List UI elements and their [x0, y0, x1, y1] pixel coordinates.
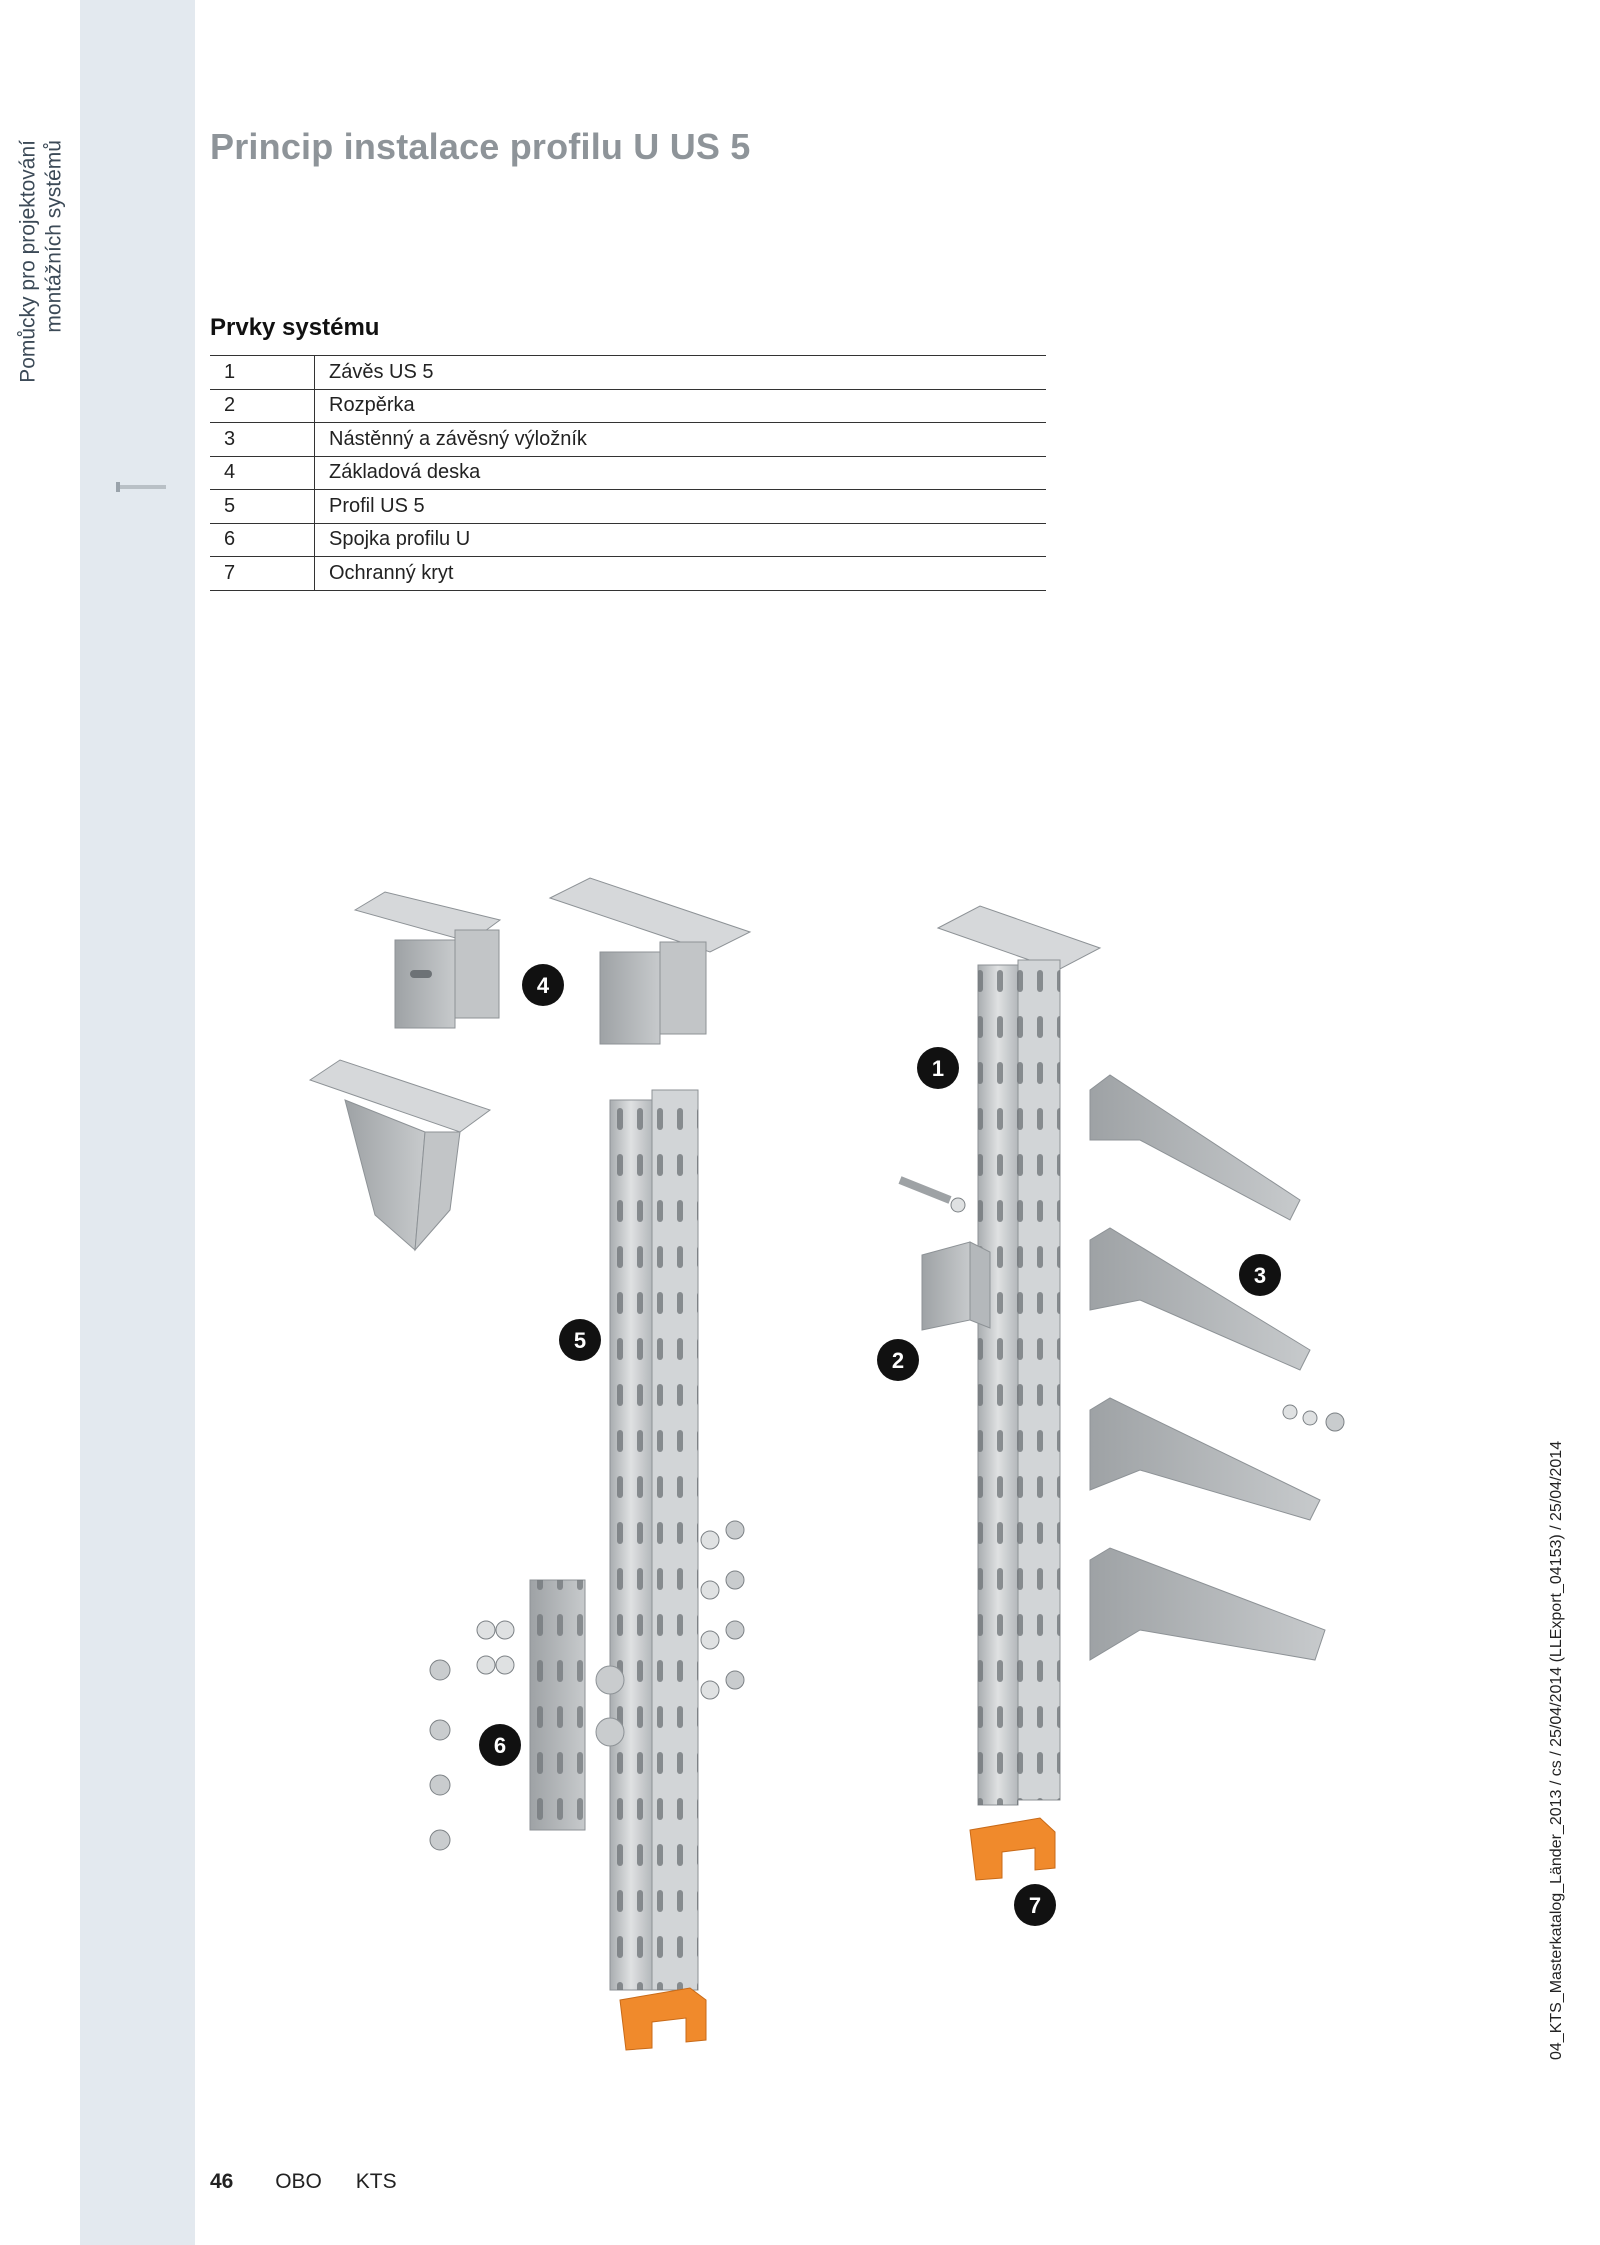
- svg-text:1: 1: [932, 1056, 944, 1081]
- section-title: Prvky systému: [210, 314, 380, 341]
- part-label: Rozpěrka: [314, 388, 1046, 423]
- exploded-assembly-illustration: 4 1 3 5 2 6 7: [308, 877, 1345, 2051]
- svg-text:3: 3: [1254, 1263, 1266, 1288]
- part-number: 6: [210, 522, 315, 557]
- base-plate-angled: [308, 1059, 492, 1252]
- part-label: Ochranný kryt: [314, 556, 1046, 591]
- svg-text:4: 4: [537, 973, 550, 998]
- part-number: 2: [210, 388, 315, 423]
- callout-badge-6: 6: [479, 1724, 521, 1766]
- part-label: Profil US 5: [314, 489, 1046, 523]
- svg-text:7: 7: [1029, 1893, 1041, 1918]
- part-number: 5: [210, 489, 315, 523]
- washers-right: [1282, 1404, 1345, 1432]
- protective-cap-right: [969, 1817, 1056, 1881]
- callout-badge-1: 1: [917, 1047, 959, 1089]
- part-label: Nástěnný a závěsný výložník: [314, 422, 1046, 456]
- page-footer: 46 OBO KTS: [210, 2170, 397, 2194]
- callout-badge-7: 7: [1014, 1884, 1056, 1926]
- part-label: Závěs US 5: [314, 355, 1046, 389]
- nuts-right: [700, 1520, 745, 1700]
- callout-badge-3: 3: [1239, 1254, 1281, 1296]
- part-label: Základová deska: [314, 455, 1046, 490]
- profile-connector: [529, 1579, 625, 1831]
- callout-badge-5: 5: [559, 1319, 601, 1361]
- callout-badge-2: 2: [877, 1339, 919, 1381]
- sidebar-line-2: montážních systémů: [42, 140, 66, 333]
- part-number: 3: [210, 422, 315, 456]
- cantilever-brackets: [1089, 1074, 1326, 1661]
- sidebar-chapter-label: Pomůcky pro projektování montážních syst…: [16, 140, 68, 383]
- base-plate-right: [548, 877, 752, 1045]
- part-number: 7: [210, 556, 315, 591]
- spacer: [898, 1176, 991, 1331]
- svg-text:5: 5: [574, 1328, 586, 1353]
- screws-left: [429, 1620, 515, 1851]
- protective-cap-left: [619, 1987, 707, 2051]
- base-plate-left: [353, 891, 502, 1029]
- callout-badge-4: 4: [522, 964, 564, 1006]
- part-number: 4: [210, 455, 315, 490]
- page-number: 46: [210, 2170, 234, 2193]
- brand-name: OBO: [275, 2170, 322, 2193]
- catalog-section: KTS: [355, 2170, 397, 2193]
- catalog-meta: 04_KTS_Masterkatalog_Länder_2013 / cs / …: [1548, 1440, 1565, 2060]
- part-number: 1: [210, 355, 315, 389]
- part-label: Spojka profilu U: [314, 522, 1046, 557]
- sidebar-band: [80, 0, 195, 2245]
- profile-icon: [116, 482, 166, 492]
- page-title: Princip instalace profilu U US 5: [210, 126, 751, 167]
- sidebar-line-1: Pomůcky pro projektování: [16, 140, 40, 383]
- hanger-us5: [936, 905, 1102, 1806]
- profile-us5: [609, 1089, 699, 1991]
- svg-text:2: 2: [892, 1348, 904, 1373]
- svg-text:6: 6: [494, 1733, 506, 1758]
